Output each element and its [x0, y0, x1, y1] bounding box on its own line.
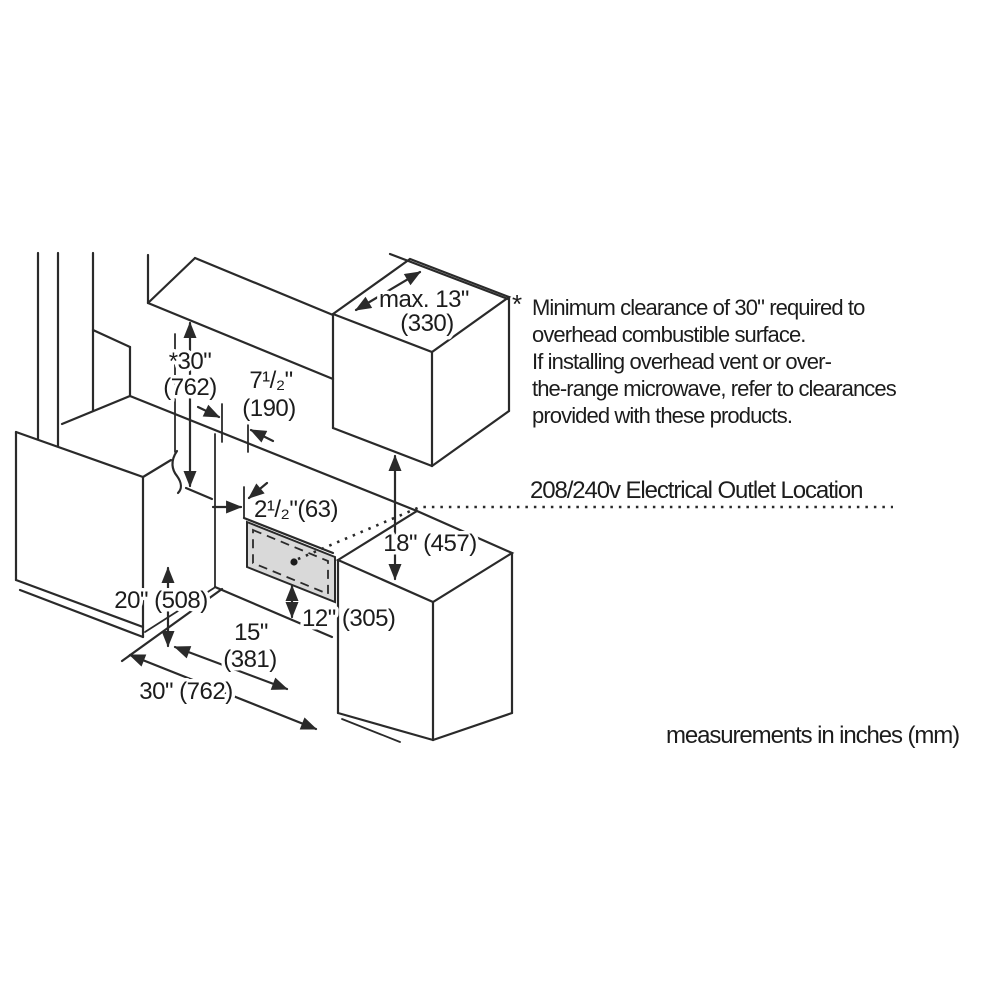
rear-offset-arrow-left — [196, 404, 221, 419]
overhead-depth-label: max. 13" — [379, 286, 469, 313]
outlet-height-label: 12" (305) — [302, 605, 395, 632]
min-clearance-label: *30" — [169, 348, 212, 375]
rear-offset-arrow-right — [249, 428, 275, 443]
rear-offset-label-mm: (190) — [242, 395, 296, 422]
footnote-asterisk: * — [512, 289, 522, 319]
soffit-end-cut — [146, 256, 197, 305]
outlet-location-dot — [290, 558, 298, 566]
annotations: * Minimum clearance of 30" required to o… — [512, 289, 960, 749]
cabinet-side-bottom-edge — [144, 587, 215, 633]
counter-clearance-label: 18" (457) — [383, 530, 476, 557]
break-squiggle — [171, 449, 182, 495]
left-base-cabinet — [14, 430, 214, 639]
floor-back-edge — [213, 585, 334, 639]
soffit-top-edge-right — [388, 252, 510, 301]
opening-depth-label-mm: (381) — [223, 646, 277, 673]
min-clearance-label-mm: (762) — [163, 374, 217, 401]
clearance-note-line5: provided with these products. — [532, 403, 792, 428]
overhead-cabinet — [330, 257, 512, 468]
toe-kick-line-right — [341, 718, 401, 743]
rear-offset-label: 7¹/₂" — [249, 367, 292, 394]
overhead-depth-label-mm: (330) — [400, 310, 454, 337]
clearance-note-line1: Minimum clearance of 30" required to — [532, 295, 865, 320]
overhead-depth-arrow — [354, 270, 422, 312]
clearance-note-line4: the-range microwave, refer to clearances — [532, 376, 897, 401]
clearance-note-line3: If installing overhead vent or over- — [532, 349, 832, 374]
cabinet-top-edge — [14, 430, 145, 479]
side-offset-label: 2¹/₂"(63) — [254, 496, 338, 523]
measurements-footer: measurements in inches (mm) — [666, 722, 959, 749]
opening-width-arrow — [128, 653, 318, 731]
clearance-note-line2: overhead combustible surface. — [532, 322, 806, 347]
dimension-labels: max. 13" (330) *30" (762) 7¹/₂" (190) 2¹… — [111, 283, 481, 709]
cooktop-surface-line — [184, 486, 214, 501]
opening-width-label: 30" (762) — [139, 678, 232, 705]
electrical-outlet-panel — [242, 505, 893, 604]
panel-top-lip — [242, 516, 335, 555]
outlet-location-label: 208/240v Electrical Outlet Location — [530, 477, 862, 504]
counter-height-wall-line — [128, 394, 419, 513]
soffit-bottom-edge — [146, 301, 335, 381]
opening-height-label: 20" (508) — [114, 587, 207, 614]
left-upper-cabinet-bottom — [91, 328, 132, 349]
toe-kick-line — [18, 588, 145, 639]
dimension-arrows — [128, 270, 422, 731]
opening-depth-label: 15" — [234, 619, 268, 646]
side-top-edge — [141, 458, 173, 479]
back-wall-and-soffit — [36, 251, 510, 588]
outlet-leader-dotted-line — [297, 505, 893, 561]
cabinet-bottom-edge — [14, 578, 145, 629]
side-offset-pointer — [247, 481, 269, 500]
soffit-top-edge — [193, 256, 335, 317]
